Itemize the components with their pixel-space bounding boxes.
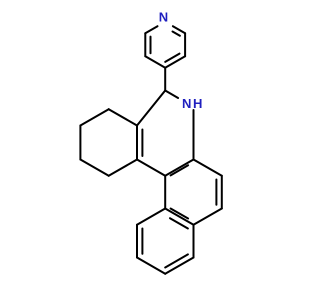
naphthalene-ring-a (164, 158, 223, 226)
structure-canvas: N N H (79, 9, 223, 275)
amine-hydrogen-label: H (193, 96, 202, 111)
pyridine-nitrogen-label: N (159, 10, 168, 25)
naphthalene-ring-b (136, 207, 195, 275)
cyclohexane-ring (79, 108, 138, 177)
amine-nitrogen-label: N (182, 96, 191, 111)
pyridine-ring (144, 25, 187, 69)
molecule-drawing: N N H (79, 10, 223, 275)
dihydropyridine-ring (136, 89, 195, 177)
